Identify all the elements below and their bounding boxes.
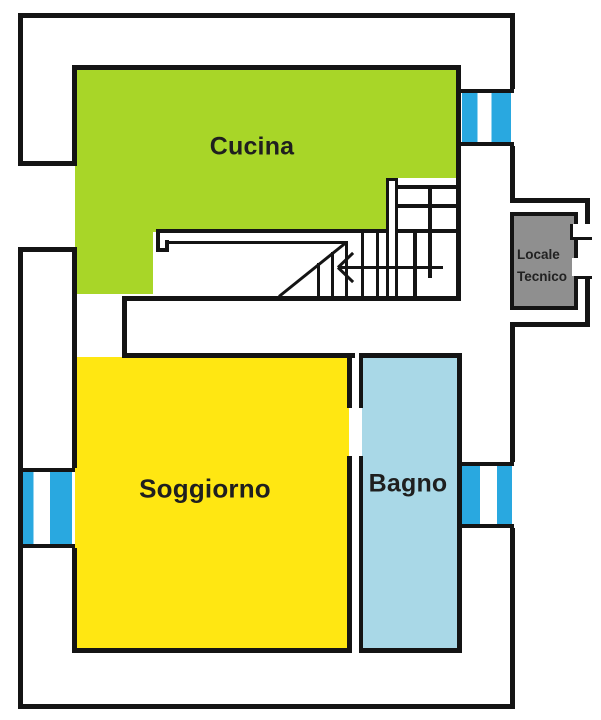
soggiorno-border-right-lower bbox=[347, 456, 352, 653]
wall-top bbox=[18, 13, 515, 18]
window-bottom-right-frame-top bbox=[459, 462, 514, 466]
soggiorno-border-bottom bbox=[72, 648, 352, 653]
window-left bbox=[23, 472, 72, 544]
room-label-locale-tecnico-line2: Tecnico bbox=[517, 269, 568, 284]
stair-hook-horizontal bbox=[156, 248, 169, 252]
wall-step-bottom bbox=[510, 322, 590, 327]
cucina-border-left bbox=[72, 65, 77, 166]
window-top-right bbox=[462, 93, 511, 142]
stair-tread bbox=[317, 263, 320, 298]
bagno-border-right bbox=[457, 353, 462, 653]
stair-bottom-line bbox=[122, 296, 461, 301]
stair-tread bbox=[331, 252, 334, 298]
stair-rail-line bbox=[165, 241, 348, 244]
stair-tread bbox=[376, 233, 379, 298]
stair-break-diagonal bbox=[278, 242, 347, 298]
window-glass bbox=[23, 472, 72, 544]
closet-divider bbox=[428, 187, 432, 278]
window-top-right-frame-bottom bbox=[459, 142, 514, 146]
room-label-locale-tecnico-line1: Locale bbox=[517, 247, 560, 262]
bagno-border-top bbox=[359, 353, 462, 358]
wall-left-upper bbox=[18, 13, 23, 166]
window-bottom-right-frame-bottom bbox=[459, 524, 514, 528]
stair-hook-vertical bbox=[156, 229, 160, 252]
stair-hook-return bbox=[165, 240, 169, 252]
window-glass bbox=[462, 93, 511, 142]
window-glass bbox=[462, 466, 512, 524]
inner-wall-left-a bbox=[72, 247, 77, 468]
wall-right-outer-lower bbox=[585, 275, 590, 327]
stair-arrow-shaft bbox=[338, 266, 443, 269]
cucina-border-top bbox=[72, 65, 461, 70]
wall-right-mid bbox=[510, 146, 515, 203]
room-label-soggiorno: Soggiorno bbox=[139, 473, 271, 504]
wall-right-outer-stub bbox=[576, 275, 592, 279]
room-label-bagno: Bagno bbox=[368, 469, 448, 498]
room-bagno bbox=[362, 357, 458, 649]
stair-tread bbox=[413, 231, 417, 298]
soggiorno-border-top bbox=[122, 353, 355, 358]
room-soggiorno bbox=[75, 357, 349, 649]
soggiorno-border-right-upper bbox=[347, 353, 352, 408]
wall-bottom bbox=[18, 704, 515, 709]
closet-shelf-line-top bbox=[398, 185, 457, 189]
wall-left-lower-cap bbox=[18, 247, 77, 252]
stair-top-line bbox=[158, 229, 461, 233]
cucina-border-right bbox=[456, 65, 461, 300]
wall-right-lower-a bbox=[510, 322, 515, 462]
bagno-border-left-lower bbox=[359, 456, 363, 653]
bagno-border-bottom bbox=[359, 648, 462, 653]
locale-tecnico-door-opening bbox=[572, 258, 592, 276]
stair-partition-wall bbox=[386, 178, 398, 300]
window-left-frame-bottom bbox=[20, 544, 75, 548]
window-top-right-frame-top bbox=[459, 89, 514, 93]
wall-left-notch bbox=[18, 161, 77, 166]
bagno-border-left-upper bbox=[359, 353, 363, 408]
closet-shelf-line-mid bbox=[398, 204, 457, 208]
wall-right-lower-b bbox=[510, 528, 515, 709]
wall-right-upper bbox=[510, 13, 515, 89]
wall-right-outer-upper bbox=[585, 198, 590, 226]
hall-wall-left bbox=[122, 296, 127, 358]
stair-tread bbox=[361, 233, 364, 298]
locale-tecnico-notch bbox=[570, 224, 592, 240]
inner-wall-left-b bbox=[72, 548, 77, 653]
room-cucina-extension bbox=[75, 68, 153, 294]
wall-step-top bbox=[510, 198, 590, 203]
room-label-cucina: Cucina bbox=[209, 132, 295, 161]
room-label-locale-tecnico: Locale Tecnico bbox=[517, 244, 567, 288]
window-bottom-right bbox=[462, 466, 512, 524]
stair-tread bbox=[345, 241, 348, 298]
wall-left-lower bbox=[18, 247, 23, 709]
window-left-frame-top bbox=[20, 468, 75, 472]
